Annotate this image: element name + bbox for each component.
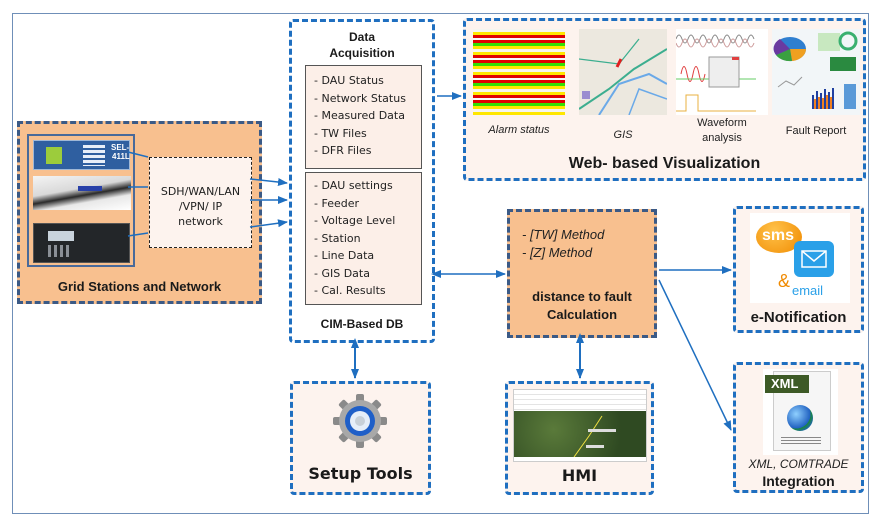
data-acq-item: - TW Files xyxy=(314,126,367,140)
data-acquisition-title-l1: Data xyxy=(348,30,375,44)
web-visualization-box: Alarm status GIS Waveform analysis xyxy=(463,18,866,181)
device1-link xyxy=(127,151,149,158)
data-acq-item: - DFR Files xyxy=(314,144,372,157)
network-to-db-arrow-1 xyxy=(249,178,288,187)
device3-link xyxy=(127,232,149,237)
alarm-status-thumbnail xyxy=(473,29,565,115)
globe-icon xyxy=(787,405,813,431)
recorder-screen xyxy=(48,231,74,241)
xml-text-lines xyxy=(781,437,821,445)
calculation-title-l1: distance to fault xyxy=(532,289,632,304)
sms-label: sms xyxy=(762,227,795,244)
envelope-icon xyxy=(794,241,834,277)
cim-db-item: - DAU settings xyxy=(314,179,393,192)
xml-file-icon: XML xyxy=(763,369,838,455)
network-to-db-arrow-3 xyxy=(249,219,288,228)
cim-db-list: - DAU settings - Feeder - Voltage Level … xyxy=(305,172,422,305)
network-box: SDH/WAN/LAN /VPN/ IP network xyxy=(149,157,252,248)
device1-label-l1: SEL- xyxy=(111,143,130,152)
z-method: - [Z] Method xyxy=(522,245,593,260)
cim-db-item: - Feeder xyxy=(314,196,359,210)
cim-db-item: - Cal. Results xyxy=(314,284,386,297)
integration-box: XML XML, COMTRADE Integration xyxy=(733,362,864,493)
xml-badge-label: XML xyxy=(771,376,799,391)
network-label-line2: /VPN/ IP xyxy=(178,200,223,213)
fault-report-charts xyxy=(773,31,858,109)
hmi-screenshot xyxy=(513,389,647,462)
gis-map-thumbnail xyxy=(579,29,667,115)
relay-keypad xyxy=(83,145,105,166)
gis-map-roads xyxy=(579,38,667,115)
fault-report-caption: Fault Report xyxy=(785,125,847,137)
data-acquisition-list: - DAU Status - Network Status - Measured… xyxy=(305,65,422,169)
setup-tools-title: Setup Tools xyxy=(308,464,413,483)
integration-caption: XML, COMTRADE xyxy=(748,457,849,471)
cim-db-item: - Voltage Level xyxy=(314,214,396,227)
hmi-map xyxy=(514,411,646,458)
relay-device-sel411l: SEL- 411L xyxy=(33,140,130,170)
data-acquisition-box: Data Acquisition - DAU Status - Network … xyxy=(289,19,435,343)
hmi-box: HMI xyxy=(505,381,654,495)
data-acq-item: - DAU Status xyxy=(314,74,384,87)
fault-recorder-device xyxy=(33,223,130,263)
waveform-caption-l2: analysis xyxy=(702,132,742,144)
sms-email-icon: sms & email xyxy=(750,213,850,303)
hmi-title: HMI xyxy=(561,466,598,485)
cim-db-item: - GIS Data xyxy=(314,266,370,280)
e-notification-title: e-Notification xyxy=(750,309,847,326)
integration-title: Integration xyxy=(762,473,835,489)
grid-stations-box: SEL- 411L SDH/WAN/LAN /VPN/ IP network G… xyxy=(17,121,262,304)
data-acquisition-title-l2: Acquisition xyxy=(329,46,395,60)
network-label-line3: network xyxy=(178,215,223,228)
waveform-caption-l1: Waveform xyxy=(697,117,747,129)
gear-icon xyxy=(331,392,389,450)
alarm-status-caption: Alarm status xyxy=(488,124,550,136)
device1-label-l2: 411L xyxy=(112,152,130,161)
recorder-keys xyxy=(48,245,72,257)
devices-group xyxy=(27,134,135,267)
e-notification-box: sms & email e-Notification xyxy=(733,206,864,333)
fault-report-thumbnail xyxy=(772,29,860,115)
hmi-line-route xyxy=(573,415,616,458)
web-visualization-title: Web- based Visualization xyxy=(568,155,761,172)
calculation-title-l2: Calculation xyxy=(546,307,618,322)
network-label-line1: SDH/WAN/LAN xyxy=(160,185,241,198)
xml-badge xyxy=(765,375,809,393)
network-device-rack xyxy=(33,176,131,210)
cim-db-title: CIM-Based DB xyxy=(320,317,404,331)
cim-db-item: - Station xyxy=(314,231,361,245)
data-acq-item: - Network Status xyxy=(314,91,406,105)
calc-to-integration-arrow xyxy=(658,279,732,431)
cim-db-item: - Line Data xyxy=(314,249,375,262)
waveform-plot xyxy=(676,34,756,112)
ampersand-label: & xyxy=(778,271,791,291)
waveform-thumbnail xyxy=(676,29,768,115)
setup-tools-box: Setup Tools xyxy=(290,381,431,495)
grid-stations-title: Grid Stations and Network xyxy=(57,279,222,294)
hmi-toolbar xyxy=(514,390,646,410)
relay-screen xyxy=(46,147,62,164)
data-acq-item: - Measured Data xyxy=(314,109,405,122)
gis-caption: GIS xyxy=(613,129,633,141)
tw-method: - [TW] Method xyxy=(522,227,605,242)
email-label: email xyxy=(792,283,824,298)
rack-display xyxy=(78,186,102,191)
